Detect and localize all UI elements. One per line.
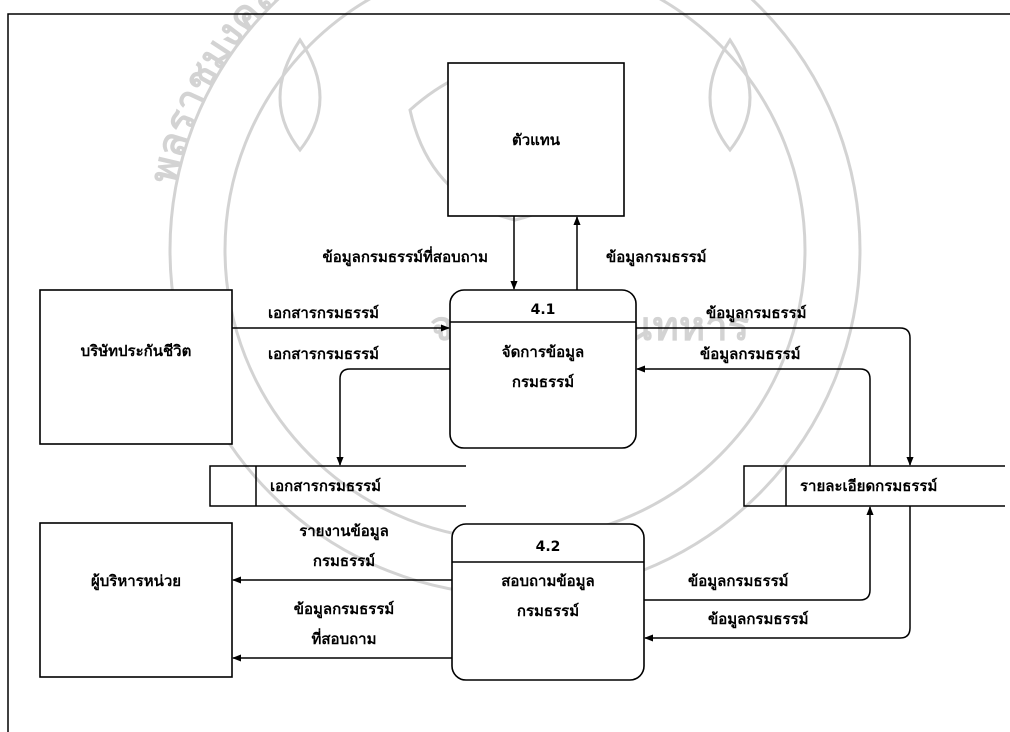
flow-agent-to-p41-label: ข้อมูลกรมธรรม์ที่สอบถาม	[323, 246, 489, 267]
datastore-policy-documents: เอกสารกรมธรรม์	[209, 465, 466, 507]
flow-p41-to-agent: ข้อมูลกรมธรรม์	[573, 216, 707, 290]
flow-p42-to-manager-query-line2: ที่สอบถาม	[312, 628, 377, 648]
flow-p41-to-detail-store-label: ข้อมูลกรมธรรม์	[706, 304, 807, 323]
entity-manager-label: ผู้บริหารหน่วย	[91, 572, 181, 591]
entity-company: บริษัทประกันชีวิต	[39, 289, 233, 445]
process-4-1-line2: กรมธรรม์	[512, 373, 574, 391]
process-4-1-id: 4.1	[531, 302, 556, 318]
process-4-2-id: 4.2	[536, 539, 561, 555]
flow-p42-to-manager-report-line2: กรมธรรม์	[313, 552, 375, 570]
datastore-policy-details-label: รายละเอียดกรมธรรม์	[800, 477, 937, 495]
flow-p42-to-manager-report: รายงานข้อมูล กรมธรรม์	[232, 522, 452, 584]
flow-company-to-p41-label: เอกสารกรมธรรม์	[268, 304, 379, 322]
process-4-2: 4.2 สอบถามข้อมูล กรมธรรม์	[451, 523, 645, 681]
entity-manager: ผู้บริหารหน่วย	[39, 522, 233, 678]
process-4-1: 4.1 จัดการข้อมูล กรมธรรม์	[449, 289, 637, 449]
flow-p42-to-manager-report-line1: รายงานข้อมูล	[299, 522, 389, 541]
flow-p42-to-manager-query: ข้อมูลกรมธรรม์ ที่สอบถาม	[232, 600, 452, 662]
flow-agent-to-p41: ข้อมูลกรมธรรม์ที่สอบถาม	[323, 216, 518, 290]
flow-p41-to-doc-store-label: เอกสารกรมธรรม์	[268, 345, 379, 363]
flow-detail-store-to-p42-label: ข้อมูลกรมธรรม์	[708, 610, 809, 629]
datastore-policy-documents-label: เอกสารกรมธรรม์	[270, 477, 381, 495]
flow-p42-to-detail-store-label: ข้อมูลกรมธรรม์	[688, 572, 789, 591]
process-4-2-line2: กรมธรรม์	[517, 602, 579, 620]
flow-detail-store-to-p41-label: ข้อมูลกรมธรรม์	[700, 345, 801, 364]
flow-company-to-p41: เอกสารกรมธรรม์	[232, 304, 450, 332]
entity-agent-label: ตัวแทน	[512, 131, 561, 149]
diagram-frame	[7, 13, 1010, 732]
flow-p42-to-manager-query-line1: ข้อมูลกรมธรรม์	[294, 600, 395, 619]
entity-company-label: บริษัทประกันชีวิต	[81, 342, 192, 360]
entity-agent: ตัวแทน	[447, 62, 625, 217]
flow-p41-to-agent-label: ข้อมูลกรมธรรม์	[606, 248, 707, 267]
process-4-2-line1: สอบถามข้อมูล	[501, 572, 594, 591]
process-4-1-line1: จัดการข้อมูล	[502, 343, 584, 362]
watermark-arc-text: พลราชมงคล	[141, 0, 288, 188]
flow-p41-to-detail-store: ข้อมูลกรมธรรม์	[636, 304, 914, 466]
datastore-policy-details: รายละเอียดกรมธรรม์	[743, 465, 1005, 507]
flow-detail-store-to-p42: ข้อมูลกรมธรรม์	[644, 506, 911, 642]
flow-detail-store-to-p41: ข้อมูลกรมธรรม์	[636, 345, 871, 466]
flow-p42-to-detail-store: ข้อมูลกรมธรรม์	[644, 506, 874, 601]
flow-p41-to-doc-store: เอกสารกรมธรรม์	[268, 345, 450, 466]
